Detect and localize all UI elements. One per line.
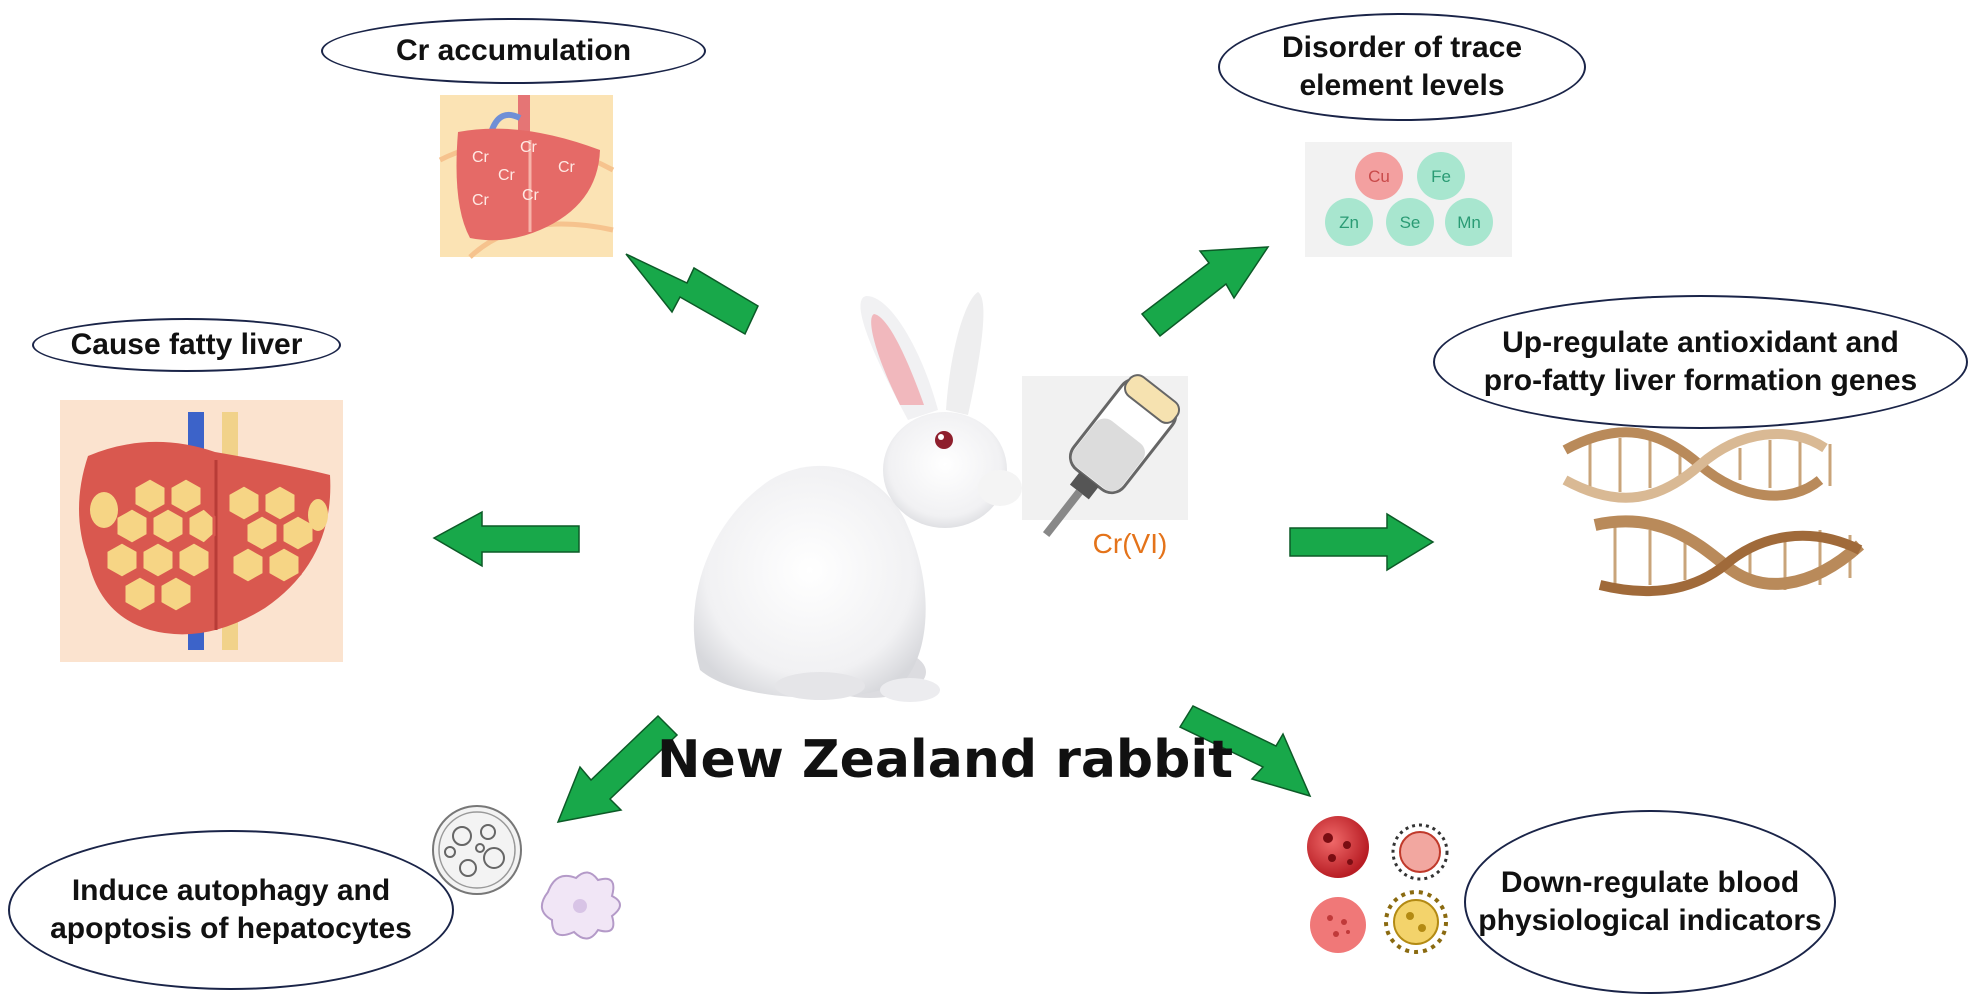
genes-line1: Up-regulate antioxidant and <box>1502 325 1899 359</box>
bubble-mn: Mn <box>1457 213 1481 232</box>
crvi-label: Cr(VI) <box>1092 528 1168 559</box>
bubble-fe: Fe <box>1431 167 1451 186</box>
autophagy-line2: apoptosis of hepatocytes <box>50 912 412 945</box>
arrow-to-genes <box>1289 512 1435 572</box>
hepatocyte-icon <box>432 805 522 895</box>
blood-line2: physiological indicators <box>1478 904 1822 937</box>
cr-label-6: Cr <box>522 187 540 204</box>
arrow-to-blood <box>1178 705 1312 798</box>
bubble-zn: Zn <box>1339 213 1359 232</box>
cr-label-2: Cr <box>520 139 538 156</box>
blood-line1: Down-regulate blood <box>1500 865 1800 899</box>
trace-elements-line2: element levels <box>1299 69 1505 102</box>
fatty-liver-label: Cause fatty liver <box>32 318 341 372</box>
dna-icon <box>1562 427 1865 597</box>
bubble-cu: Cu <box>1368 167 1390 186</box>
cr-accumulation-label: Cr accumulation <box>321 18 706 84</box>
arrow-to-autophagy <box>556 714 679 823</box>
autophagy-label: Induce autophagy and apoptosis of hepato… <box>8 830 454 990</box>
cr-label-4: Cr <box>558 159 576 176</box>
blood-cells-icon <box>1307 816 1449 954</box>
trace-elements-label: Disorder of trace element levels <box>1218 13 1586 121</box>
cr-label-1: Cr <box>472 149 490 166</box>
cr-label-3: Cr <box>498 167 516 184</box>
blood-label: Down-regulate blood physiological indica… <box>1464 810 1836 994</box>
bubble-se: Se <box>1400 213 1421 232</box>
center-title: New Zealand rabbit <box>656 730 1234 790</box>
arrow-to-trace-elements <box>1140 246 1270 338</box>
cr-label-5: Cr <box>472 192 490 209</box>
trace-elements-line1: Disorder of trace <box>1281 30 1523 64</box>
cr-accumulation-text: Cr accumulation <box>395 33 632 67</box>
genes-line2: pro-fatty liver formation genes <box>1483 364 1918 397</box>
trace-elements-icon: Cu Fe Zn Se Mn <box>1305 142 1512 257</box>
liver-cr-icon: Cr Cr Cr Cr Cr Cr <box>438 95 615 259</box>
autophagy-line1: Induce autophagy and <box>71 873 391 907</box>
arrow-to-cr-accumulation <box>625 253 759 336</box>
fatty-liver-text: Cause fatty liver <box>70 327 303 361</box>
fatty-liver-icon <box>60 400 343 662</box>
rabbit-image <box>693 292 1022 702</box>
arrow-to-fatty-liver <box>432 510 580 568</box>
apoptotic-cell-icon <box>541 871 621 940</box>
genes-label: Up-regulate antioxidant and pro-fatty li… <box>1433 295 1968 429</box>
bottle-icon <box>1022 374 1188 538</box>
